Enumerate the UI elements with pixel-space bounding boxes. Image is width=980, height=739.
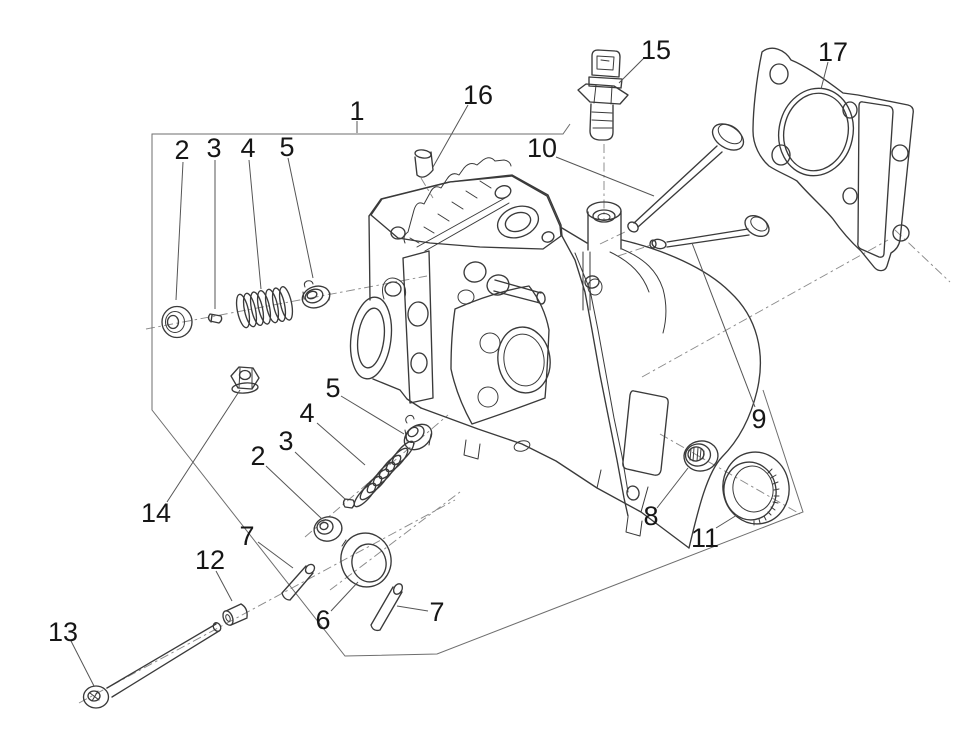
dowel-pin-right <box>370 583 404 632</box>
callout-15: 15 <box>641 35 671 65</box>
callout-4: 4 <box>299 398 314 428</box>
temperature-sensor <box>577 49 629 141</box>
leader-line-7 <box>257 541 294 569</box>
callout-6: 6 <box>315 605 330 635</box>
callout-11: 11 <box>691 523 719 553</box>
axis-line <box>145 275 428 330</box>
leader-lines <box>70 57 829 687</box>
leader-line-6 <box>330 581 359 612</box>
leader-line-4 <box>316 422 366 466</box>
intake-valve <box>627 123 745 233</box>
leader-line-5 <box>340 395 405 435</box>
leader-line-2 <box>265 465 323 520</box>
leader-line-17 <box>820 61 829 90</box>
valve-spring-upper <box>235 286 294 329</box>
callout-3: 3 <box>278 426 293 456</box>
axis-line <box>599 230 628 245</box>
callout-17: 17 <box>818 37 848 67</box>
callout-5: 5 <box>279 132 294 162</box>
leader-line-10 <box>555 156 655 197</box>
needle-bearing-small <box>683 440 719 472</box>
axis-line <box>329 491 461 591</box>
leader-line-16 <box>432 104 469 168</box>
callout-4: 4 <box>240 133 255 163</box>
cylinder-head-gasket <box>752 47 914 272</box>
axis-line <box>641 239 889 378</box>
leader-line-5 <box>287 157 314 279</box>
callout-13: 13 <box>48 617 78 647</box>
flange-nut <box>230 366 260 394</box>
axis-line <box>894 229 951 283</box>
leader-line-12 <box>215 570 233 602</box>
valve-train-upper <box>161 280 331 339</box>
leader-line-15 <box>618 57 645 84</box>
leader-line-7 <box>396 605 429 612</box>
needle-bearing-large <box>722 451 790 526</box>
axis-line <box>659 433 801 515</box>
leader-line-2 <box>175 161 184 301</box>
callout-7: 7 <box>429 597 444 627</box>
callout-12: 12 <box>195 545 225 575</box>
group-boundary <box>151 123 804 657</box>
leader-line-4 <box>248 159 262 290</box>
leader-line-14 <box>166 389 241 503</box>
axis-line <box>420 177 434 199</box>
leader-line-8 <box>656 467 689 509</box>
leader-line-9 <box>691 242 756 408</box>
callout-7: 7 <box>239 521 254 551</box>
callout-16: 16 <box>463 80 493 110</box>
valve-spring-lower <box>353 440 415 508</box>
callout-3: 3 <box>206 133 221 163</box>
axis-line <box>78 499 456 704</box>
construction-axes <box>78 144 951 704</box>
shim-ring <box>340 532 392 588</box>
boundary-polyline <box>151 123 804 657</box>
leader-line-3 <box>294 451 347 501</box>
valve-train-lower <box>313 414 433 588</box>
leader-line-11 <box>715 514 738 529</box>
callout-5: 5 <box>325 373 340 403</box>
axis-line <box>617 244 652 257</box>
cylinder-head-bolt <box>82 622 222 709</box>
leader-line-13 <box>70 640 95 687</box>
callout-14: 14 <box>141 498 171 528</box>
dowel-pin-left <box>281 563 316 601</box>
callout-10: 10 <box>527 133 557 163</box>
spacer-bush <box>222 603 248 626</box>
callout-2: 2 <box>174 135 189 165</box>
exhaust-valve <box>649 214 770 250</box>
cylinder-head-drawing <box>349 157 762 549</box>
valve-guide-bush <box>414 149 434 178</box>
callout-1: 1 <box>349 96 364 126</box>
callout-2: 2 <box>250 441 265 471</box>
callout-8: 8 <box>643 501 658 531</box>
callout-9: 9 <box>751 404 766 434</box>
